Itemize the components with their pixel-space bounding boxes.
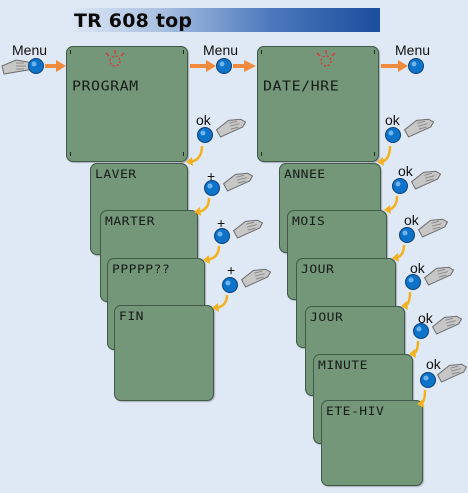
knob-icon [413,323,429,339]
lcd-date-hour-text: DATE/HRE [263,78,340,95]
lcd-step-left-2-text: MARTER [105,215,155,229]
title-bar: TR 608 top [68,8,380,32]
hand-icon [435,360,468,384]
plus-label-2: + [217,215,226,231]
lcd-program: PROGRAM [66,46,188,162]
knob-icon [408,58,424,74]
blink-mark-icon [105,50,125,67]
knob-icon [222,277,238,293]
knob-icon [392,178,408,194]
lcd-step-right-6: ETE-HIV [321,400,423,486]
lcd-program-text: PROGRAM [72,78,139,95]
arrowhead-icon [398,60,408,72]
lcd-step-right-3-text: JOUR [301,263,335,277]
lcd-step-left-3-text: PPPPP?? [112,263,171,277]
lcd-step-right-4-text: JOUR [310,311,344,325]
lcd-date-hour: DATE/HRE [257,46,379,162]
lcd-step-left-4: FIN [114,305,214,401]
knob-icon [216,58,232,74]
menu-label-2: Menu [203,42,239,58]
ok-label-right-2: ok [398,163,413,179]
arrowhead-icon [56,60,66,72]
knob-icon [204,180,220,196]
hand-icon [409,167,444,191]
arrowhead-icon [206,60,216,72]
knob-icon [197,127,213,143]
knob-icon [385,127,401,143]
ok-label-right-4: ok [410,260,425,276]
knob-icon [420,372,436,388]
lcd-step-right-1-text: ANNEE [284,168,326,182]
diagram-title: TR 608 top [74,10,193,32]
ok-label-right-6: ok [426,356,441,372]
ok-label-right-5: ok [418,310,433,326]
menu-label-3: Menu [395,42,431,58]
plus-label-1: + [207,168,216,184]
menu-label-1: Menu [12,42,48,58]
ok-label-left: ok [196,112,211,128]
lcd-step-right-6-text: ETE-HIV [326,405,385,419]
knob-icon [405,274,421,290]
hand-icon [214,115,249,139]
hand-icon [430,312,465,336]
blink-mark-icon [316,50,336,67]
knob-icon [399,227,415,243]
knob-icon [28,58,44,74]
hand-icon [231,216,266,240]
lcd-step-right-5-text: MINUTE [318,359,368,373]
hand-icon [239,265,274,289]
hand-icon [416,215,451,239]
lcd-step-left-4-text: FIN [119,310,144,324]
knob-icon [214,228,230,244]
hand-icon [402,115,437,139]
lcd-step-left-1-text: LAVER [95,168,137,182]
lcd-step-right-2-text: MOIS [292,215,326,229]
hand-icon [1,59,33,75]
ok-label-right-1: ok [385,112,400,128]
plus-label-3: + [227,262,236,278]
arrowhead-icon [244,60,256,72]
ok-label-right-3: ok [404,212,419,228]
hand-icon [422,263,457,287]
hand-icon [221,169,256,193]
